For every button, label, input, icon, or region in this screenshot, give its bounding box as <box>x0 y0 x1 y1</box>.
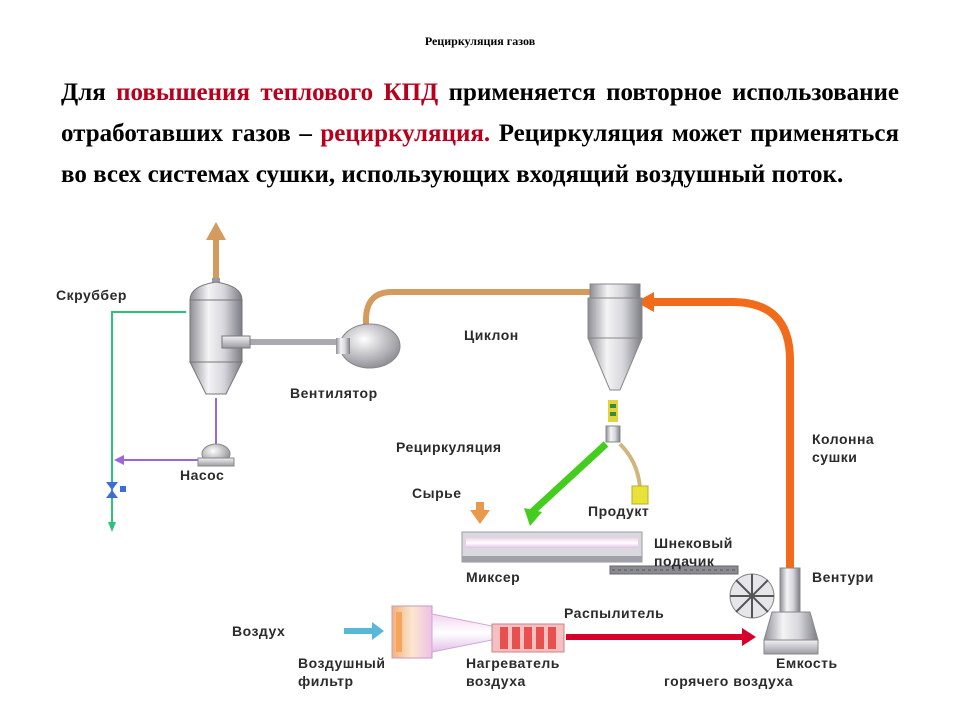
screw-feeder-icon <box>609 565 739 575</box>
label-heater-2: воздуха <box>466 673 526 689</box>
air-heater-icon <box>491 623 565 653</box>
label-product: Продукт <box>588 503 649 519</box>
label-column-2: сушки <box>812 449 857 465</box>
slide-title: Рециркуляция газов <box>424 34 536 48</box>
exhaust-arrow <box>206 222 226 282</box>
gas-line <box>363 289 590 338</box>
label-sprayer: Распылитель <box>564 605 664 621</box>
product-line <box>618 442 649 505</box>
label-tank-1: Емкость <box>776 655 838 671</box>
intro-highlight-efficiency: повышения теплового КПД <box>116 79 439 106</box>
mixer-icon <box>461 531 643 563</box>
intro-highlight-recirculation: рециркуляция. <box>320 120 491 147</box>
water-line <box>108 311 186 532</box>
intro-paragraph: Для повышения теплового КПД применяется … <box>61 72 899 195</box>
intro-text-1: Для <box>61 79 117 106</box>
cyclone-icon <box>587 283 643 391</box>
drying-column-line <box>652 298 794 570</box>
label-pump: Насос <box>180 467 224 483</box>
recirculation-line <box>524 441 609 526</box>
valve-icon <box>106 482 126 498</box>
air-inlet-arrow <box>344 622 384 640</box>
label-heater-1: Нагреватель <box>466 655 560 671</box>
air-duct <box>431 613 493 653</box>
drying-column-arrowhead <box>636 292 654 312</box>
label-screw-2: подачик <box>654 553 715 569</box>
label-cyclone: Циклон <box>464 327 519 343</box>
scrubber-icon <box>189 278 251 395</box>
label-tank-2: горячего воздуха <box>664 673 793 689</box>
intro-text-3: Рециркуляция может применяться во всех с… <box>61 120 899 188</box>
label-recirculation: Рециркуляция <box>396 439 502 455</box>
hot-air-tank-icon <box>763 611 819 655</box>
label-filter-2: фильтр <box>298 673 354 689</box>
venturi-icon <box>729 567 801 619</box>
label-screw-1: Шнековый <box>654 535 733 551</box>
air-filter-icon <box>391 605 433 659</box>
label-filter-1: Воздушный <box>298 655 385 671</box>
label-mixer: Миксер <box>466 569 520 585</box>
label-venturi: Вентури <box>812 569 874 585</box>
label-air: Воздух <box>232 623 285 639</box>
pump-icon <box>197 443 235 467</box>
label-scrubber: Скруббер <box>56 287 127 303</box>
pump-line <box>114 398 217 465</box>
raw-material-arrow <box>470 502 490 524</box>
heater-outlet-arrow <box>566 628 756 646</box>
label-column-1: Колонна <box>812 431 874 447</box>
label-raw: Сырье <box>412 485 462 501</box>
label-fan: Вентилятор <box>290 385 378 401</box>
intro-text-2: применяется повторное использование отра… <box>61 79 899 147</box>
cyclone-discharge <box>605 400 621 443</box>
fan-icon <box>336 323 401 369</box>
